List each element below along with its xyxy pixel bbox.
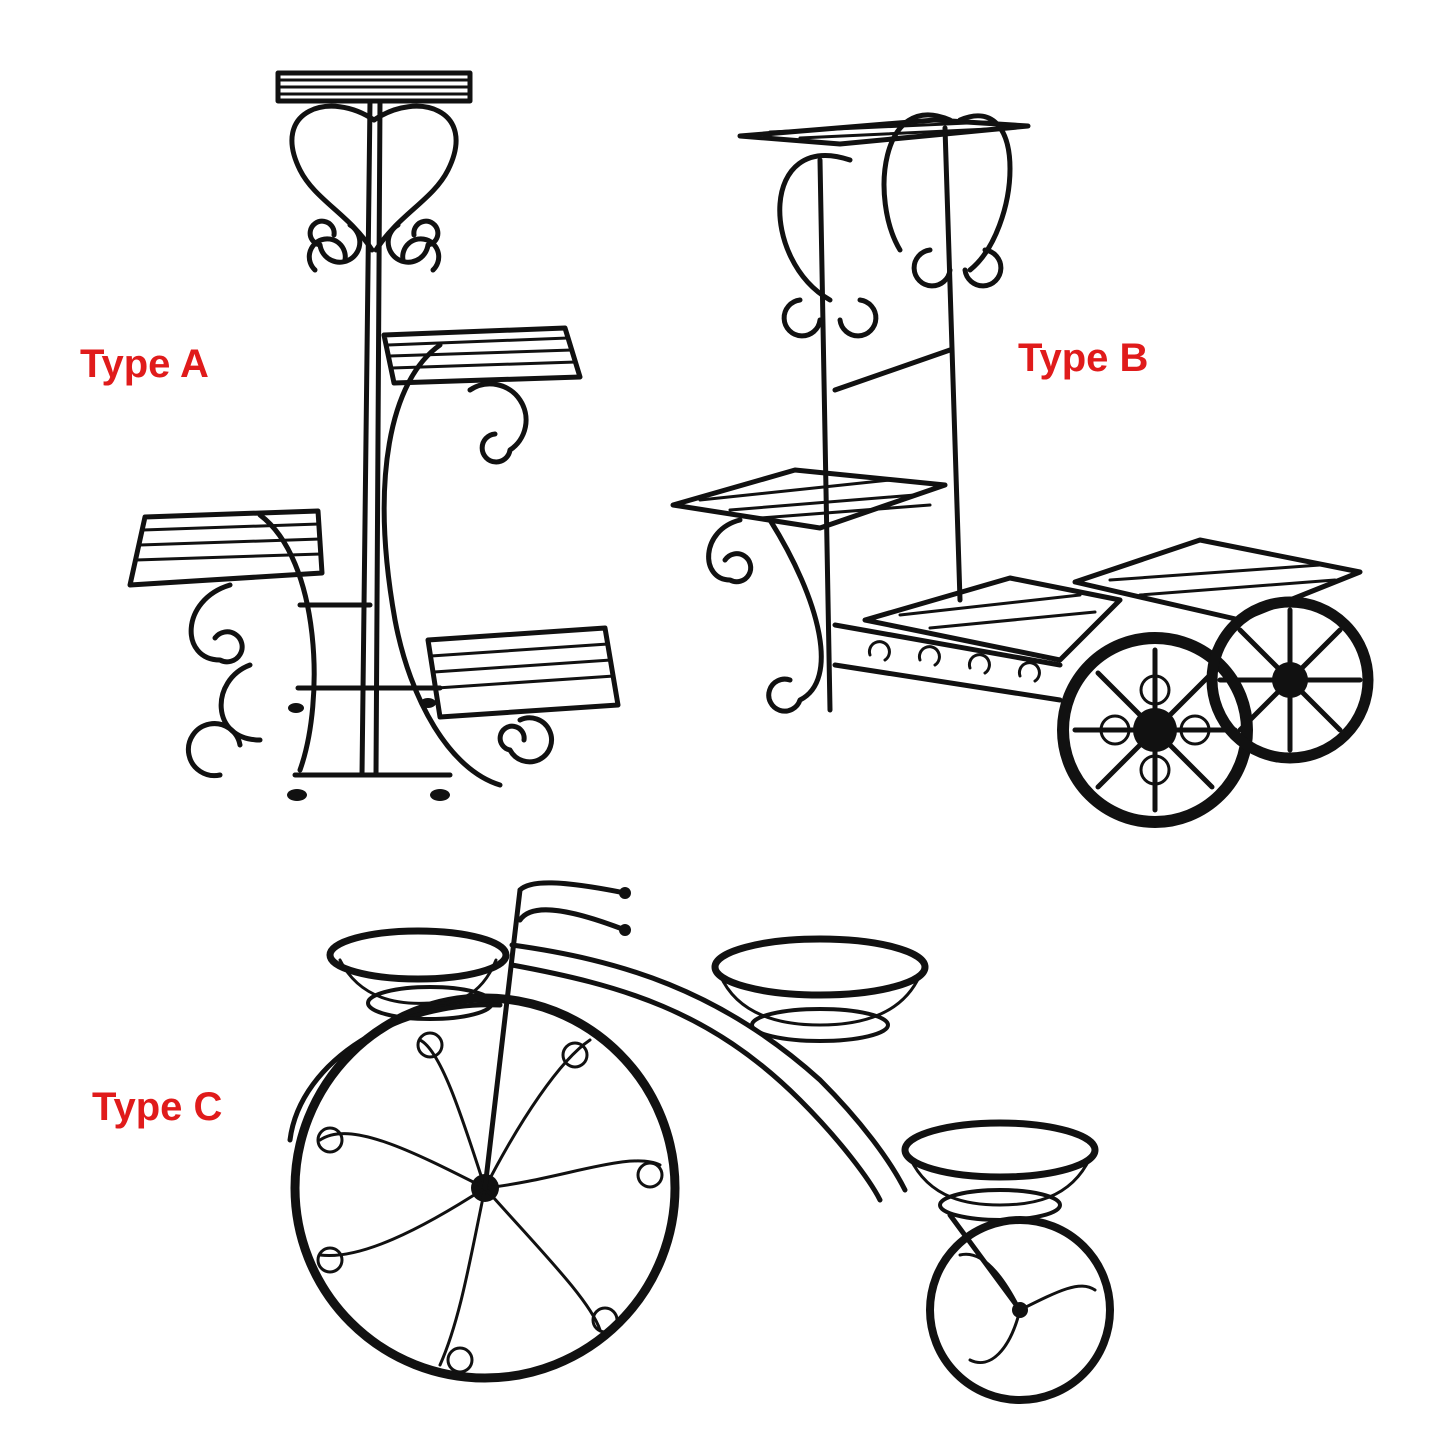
type-c-middle-basket: [711, 935, 929, 1043]
type-a-shelf-upper-right: [381, 325, 583, 386]
type-b-front-wheel: [1057, 632, 1253, 828]
type-c-small-wheel: [926, 1212, 1114, 1404]
type-b-top-shelf: [737, 117, 1031, 147]
type-a-label: Type A: [80, 342, 209, 386]
type-a-shelf-lower-right: [425, 625, 621, 720]
type-b-lower-shelf-right: [1072, 537, 1363, 623]
type-a-top-shelf: [275, 70, 473, 104]
type-c-label: Type C: [92, 1085, 223, 1129]
type-b-label: Type B: [1018, 336, 1149, 380]
type-c-rear-basket: [901, 1119, 1099, 1222]
type-b-lower-shelf-left: [862, 575, 1123, 663]
type-c-front-basket: [326, 927, 510, 1021]
type-c-large-wheel: [290, 993, 680, 1383]
type-b-rear-wheel: [1206, 596, 1374, 764]
